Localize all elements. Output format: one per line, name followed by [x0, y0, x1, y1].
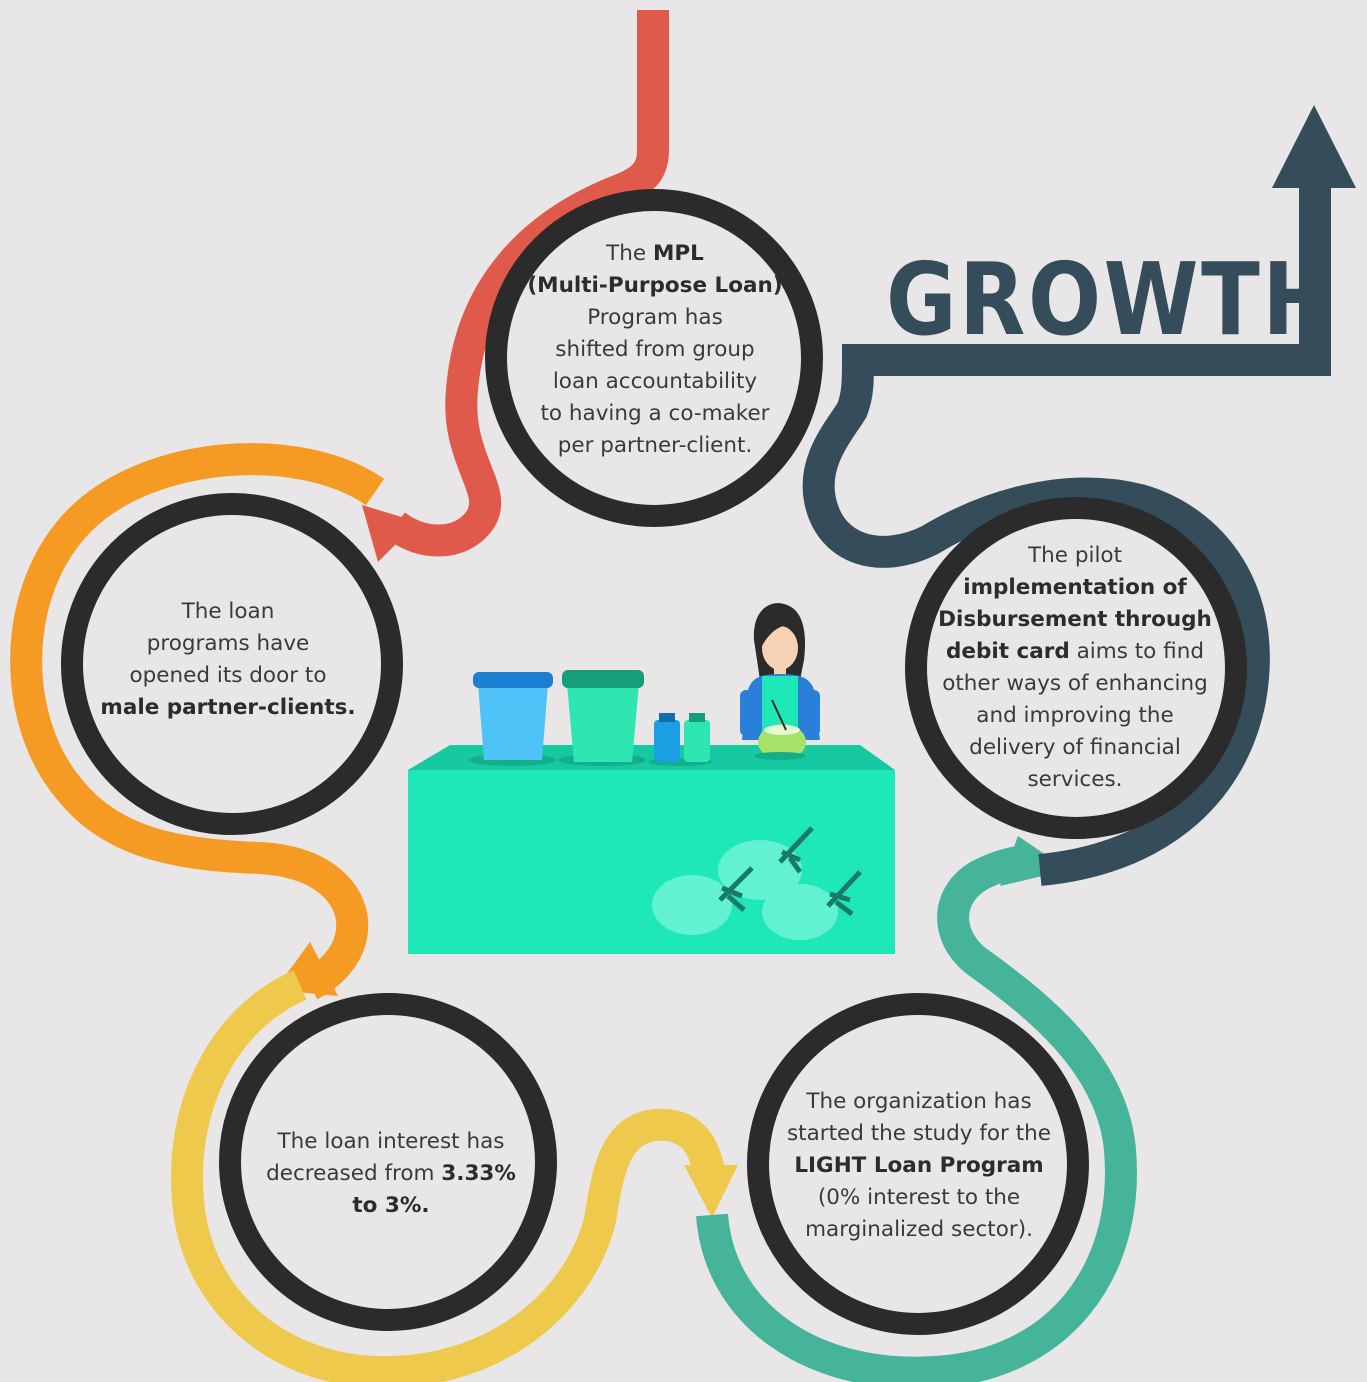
mpl-acronym: MPL	[652, 241, 704, 266]
mpl-line-1-plain: The	[606, 241, 653, 266]
mpl-line-3: Program has	[587, 305, 723, 330]
bubble-debit-card: The pilot implementation of Disbursement…	[920, 540, 1230, 796]
interest-line-3: to 3%.	[352, 1193, 430, 1218]
bubble-male-clients: The loan programs have opened its door t…	[78, 596, 378, 724]
light-line-2: started the study for the	[786, 1121, 1052, 1146]
mpl-line-2: (Multi-Purpose Loan)	[527, 273, 783, 298]
bubble-rings	[61, 189, 1247, 1335]
red-arrow	[362, 10, 669, 562]
navy-arrow	[802, 105, 1356, 886]
mpl-line-4: shifted from group	[555, 337, 755, 362]
debit-card-term: debit card	[946, 639, 1070, 664]
debit-line-5: other ways of enhancing	[942, 671, 1208, 696]
bubble-light-loan: The organization has started the study f…	[760, 1086, 1078, 1246]
mpl-line-7: per partner-client.	[557, 433, 753, 458]
light-line-1: The organization has	[806, 1089, 1032, 1114]
debit-line-3: Disbursement through	[938, 607, 1212, 632]
yellow-arrow	[171, 970, 738, 1382]
debit-line-2: implementation of	[963, 575, 1187, 600]
interest-line-2-plain: decreased from	[266, 1161, 442, 1186]
mpl-line-5: loan accountability	[552, 369, 758, 394]
mpl-line-1: The MPL	[606, 238, 704, 270]
light-line-3: LIGHT Loan Program	[794, 1153, 1044, 1178]
debit-line-8: services.	[1027, 767, 1123, 792]
light-line-5: marginalized sector).	[805, 1217, 1033, 1242]
debit-line-4: debit card aims to find	[946, 636, 1204, 668]
bubble-interest-rate: The loan interest has decreased from 3.3…	[236, 1126, 546, 1222]
market-stall-illustration	[408, 603, 895, 954]
male-line-1: The loan	[181, 599, 275, 624]
light-line-4: (0% interest to the	[817, 1185, 1021, 1210]
debit-line-6: and improving the	[976, 703, 1174, 728]
debit-line-1: The pilot	[1028, 543, 1122, 568]
male-line-4: male partner-clients.	[100, 695, 356, 720]
bubble-mpl: The MPL (Multi-Purpose Loan) Program has…	[500, 238, 810, 462]
male-line-2: programs have	[146, 631, 310, 656]
interest-line-1: The loan interest has	[277, 1129, 505, 1154]
debit-line-4-plain: aims to find	[1069, 639, 1204, 664]
mpl-line-6: to having a co-maker	[540, 401, 770, 426]
growth-heading: GROWTH	[886, 241, 1337, 358]
interest-old-rate: 3.33%	[441, 1161, 516, 1186]
interest-line-2: decreased from 3.33%	[266, 1158, 516, 1190]
male-line-3: opened its door to	[129, 663, 327, 688]
debit-line-7: delivery of financial	[969, 735, 1181, 760]
